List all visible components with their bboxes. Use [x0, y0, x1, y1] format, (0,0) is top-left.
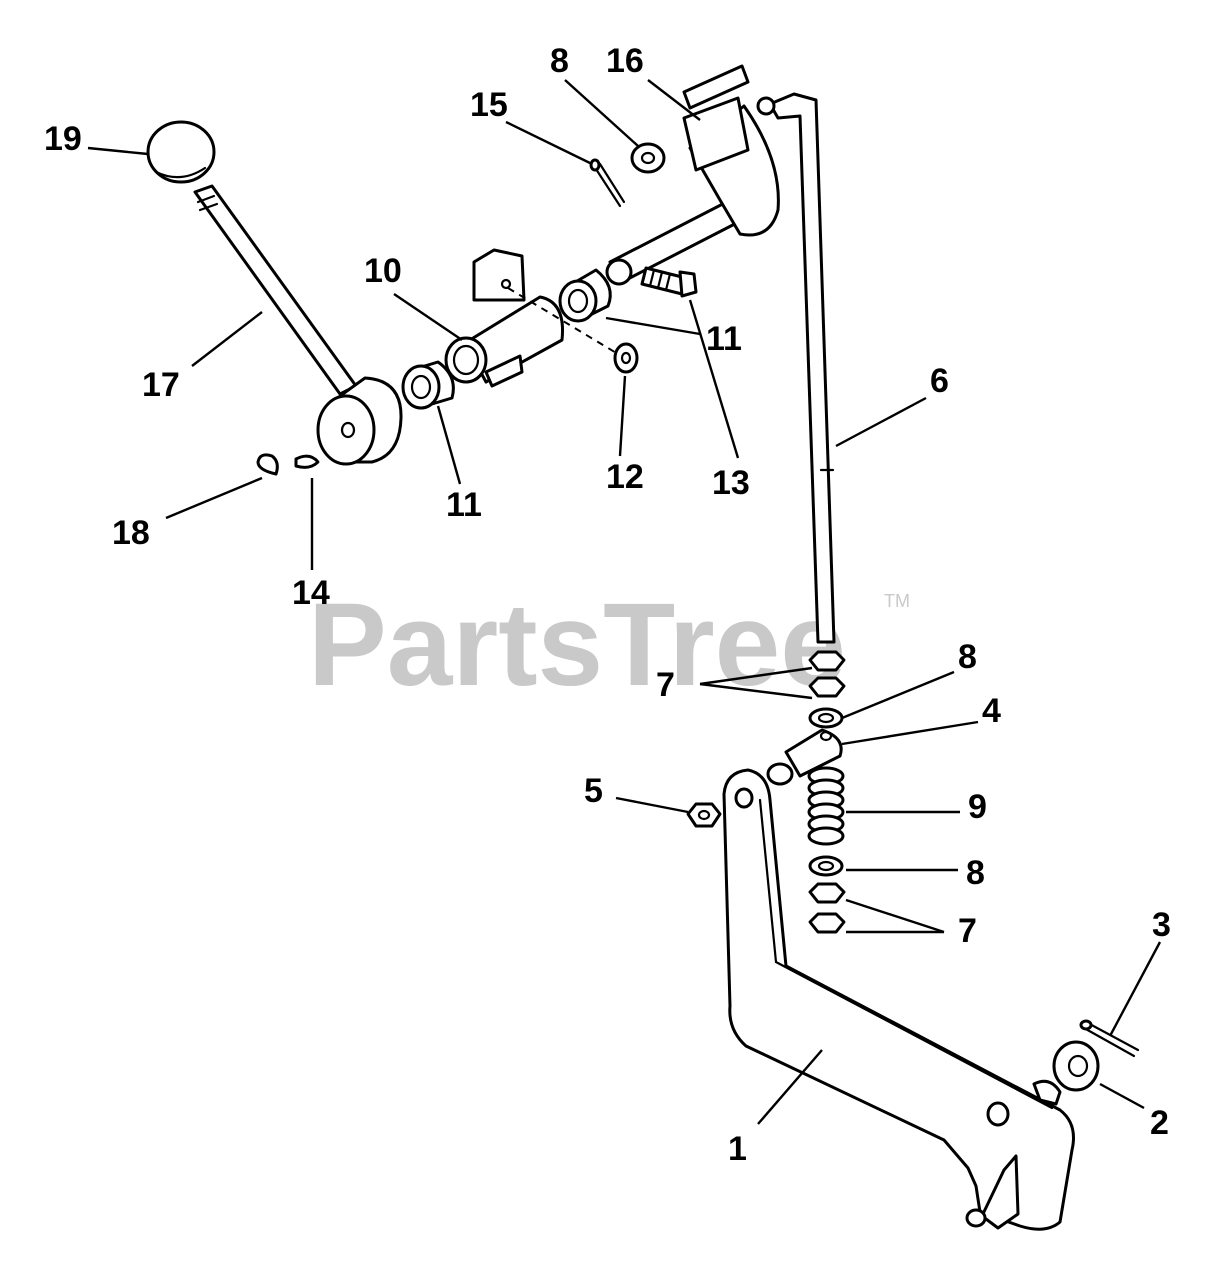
callout-13: 13 — [712, 464, 750, 502]
part-15-cotter-pin — [589, 158, 626, 208]
leader-lines — [87, 79, 1162, 1125]
part-10-pivot-tube — [444, 248, 565, 388]
part-8-washer-upper — [630, 142, 666, 174]
callout-2: 2 — [1150, 1104, 1169, 1142]
watermark-trademark: TM — [884, 591, 910, 611]
callout-16: 16 — [606, 42, 644, 80]
part-11-bushing-left — [401, 360, 455, 410]
callout-9: 9 — [968, 788, 987, 826]
part-6-control-rod — [756, 92, 836, 644]
callout-1: 1 — [728, 1130, 747, 1168]
part-5-hex-nut — [686, 802, 722, 828]
part-19-knob — [146, 120, 216, 184]
part-12-washer — [613, 342, 639, 374]
callout-18: 18 — [112, 514, 150, 552]
part-17-lever-rod — [193, 184, 358, 396]
part-9-spring — [807, 766, 845, 846]
part-8-washer-middle — [808, 707, 844, 729]
callout-4: 4 — [982, 692, 1001, 730]
part-7-nut-lower-2 — [808, 912, 846, 934]
part-7-nut-lower-1 — [808, 882, 846, 904]
callout-5: 5 — [584, 772, 603, 810]
part-7-nut-upper-1 — [808, 650, 846, 672]
part-4-swivel — [766, 728, 843, 786]
callout-labels: 19 15 8 16 10 11 11 17 6 12 13 18 14 7 8… — [44, 42, 1171, 1168]
callout-19: 19 — [44, 120, 82, 158]
callout-15: 15 — [470, 86, 508, 124]
callout-12: 12 — [606, 458, 644, 496]
callout-7-upper: 7 — [656, 666, 675, 704]
part-1-pedal-arm — [722, 768, 1075, 1231]
part-14-key — [294, 454, 320, 469]
part-3-cotter-pin — [1079, 1019, 1140, 1058]
part-7-nut-upper-2 — [808, 676, 846, 698]
assembly-axis-line — [507, 287, 619, 355]
callout-8-lower: 8 — [966, 854, 985, 892]
callout-7-lower: 7 — [958, 912, 977, 950]
callout-8-upper: 8 — [550, 42, 569, 80]
part-11-bushing-right — [558, 268, 612, 323]
callout-11-left: 11 — [446, 486, 482, 524]
callout-11-right: 11 — [706, 320, 742, 358]
callout-8-middle: 8 — [958, 638, 977, 676]
part-18-retaining-ring — [256, 453, 279, 476]
callout-17: 17 — [142, 366, 180, 404]
callout-10: 10 — [364, 252, 402, 290]
callout-6: 6 — [930, 362, 949, 400]
part-8-washer-lower — [808, 855, 844, 877]
callout-14: 14 — [292, 574, 330, 612]
callout-3: 3 — [1152, 906, 1171, 944]
part-13-bolt — [640, 266, 698, 298]
part-16-bracket-shaft — [605, 64, 780, 286]
part-2-washer — [1052, 1040, 1100, 1092]
watermark-text: PartsTree — [308, 579, 846, 711]
part-17-lever-hub — [316, 376, 403, 466]
